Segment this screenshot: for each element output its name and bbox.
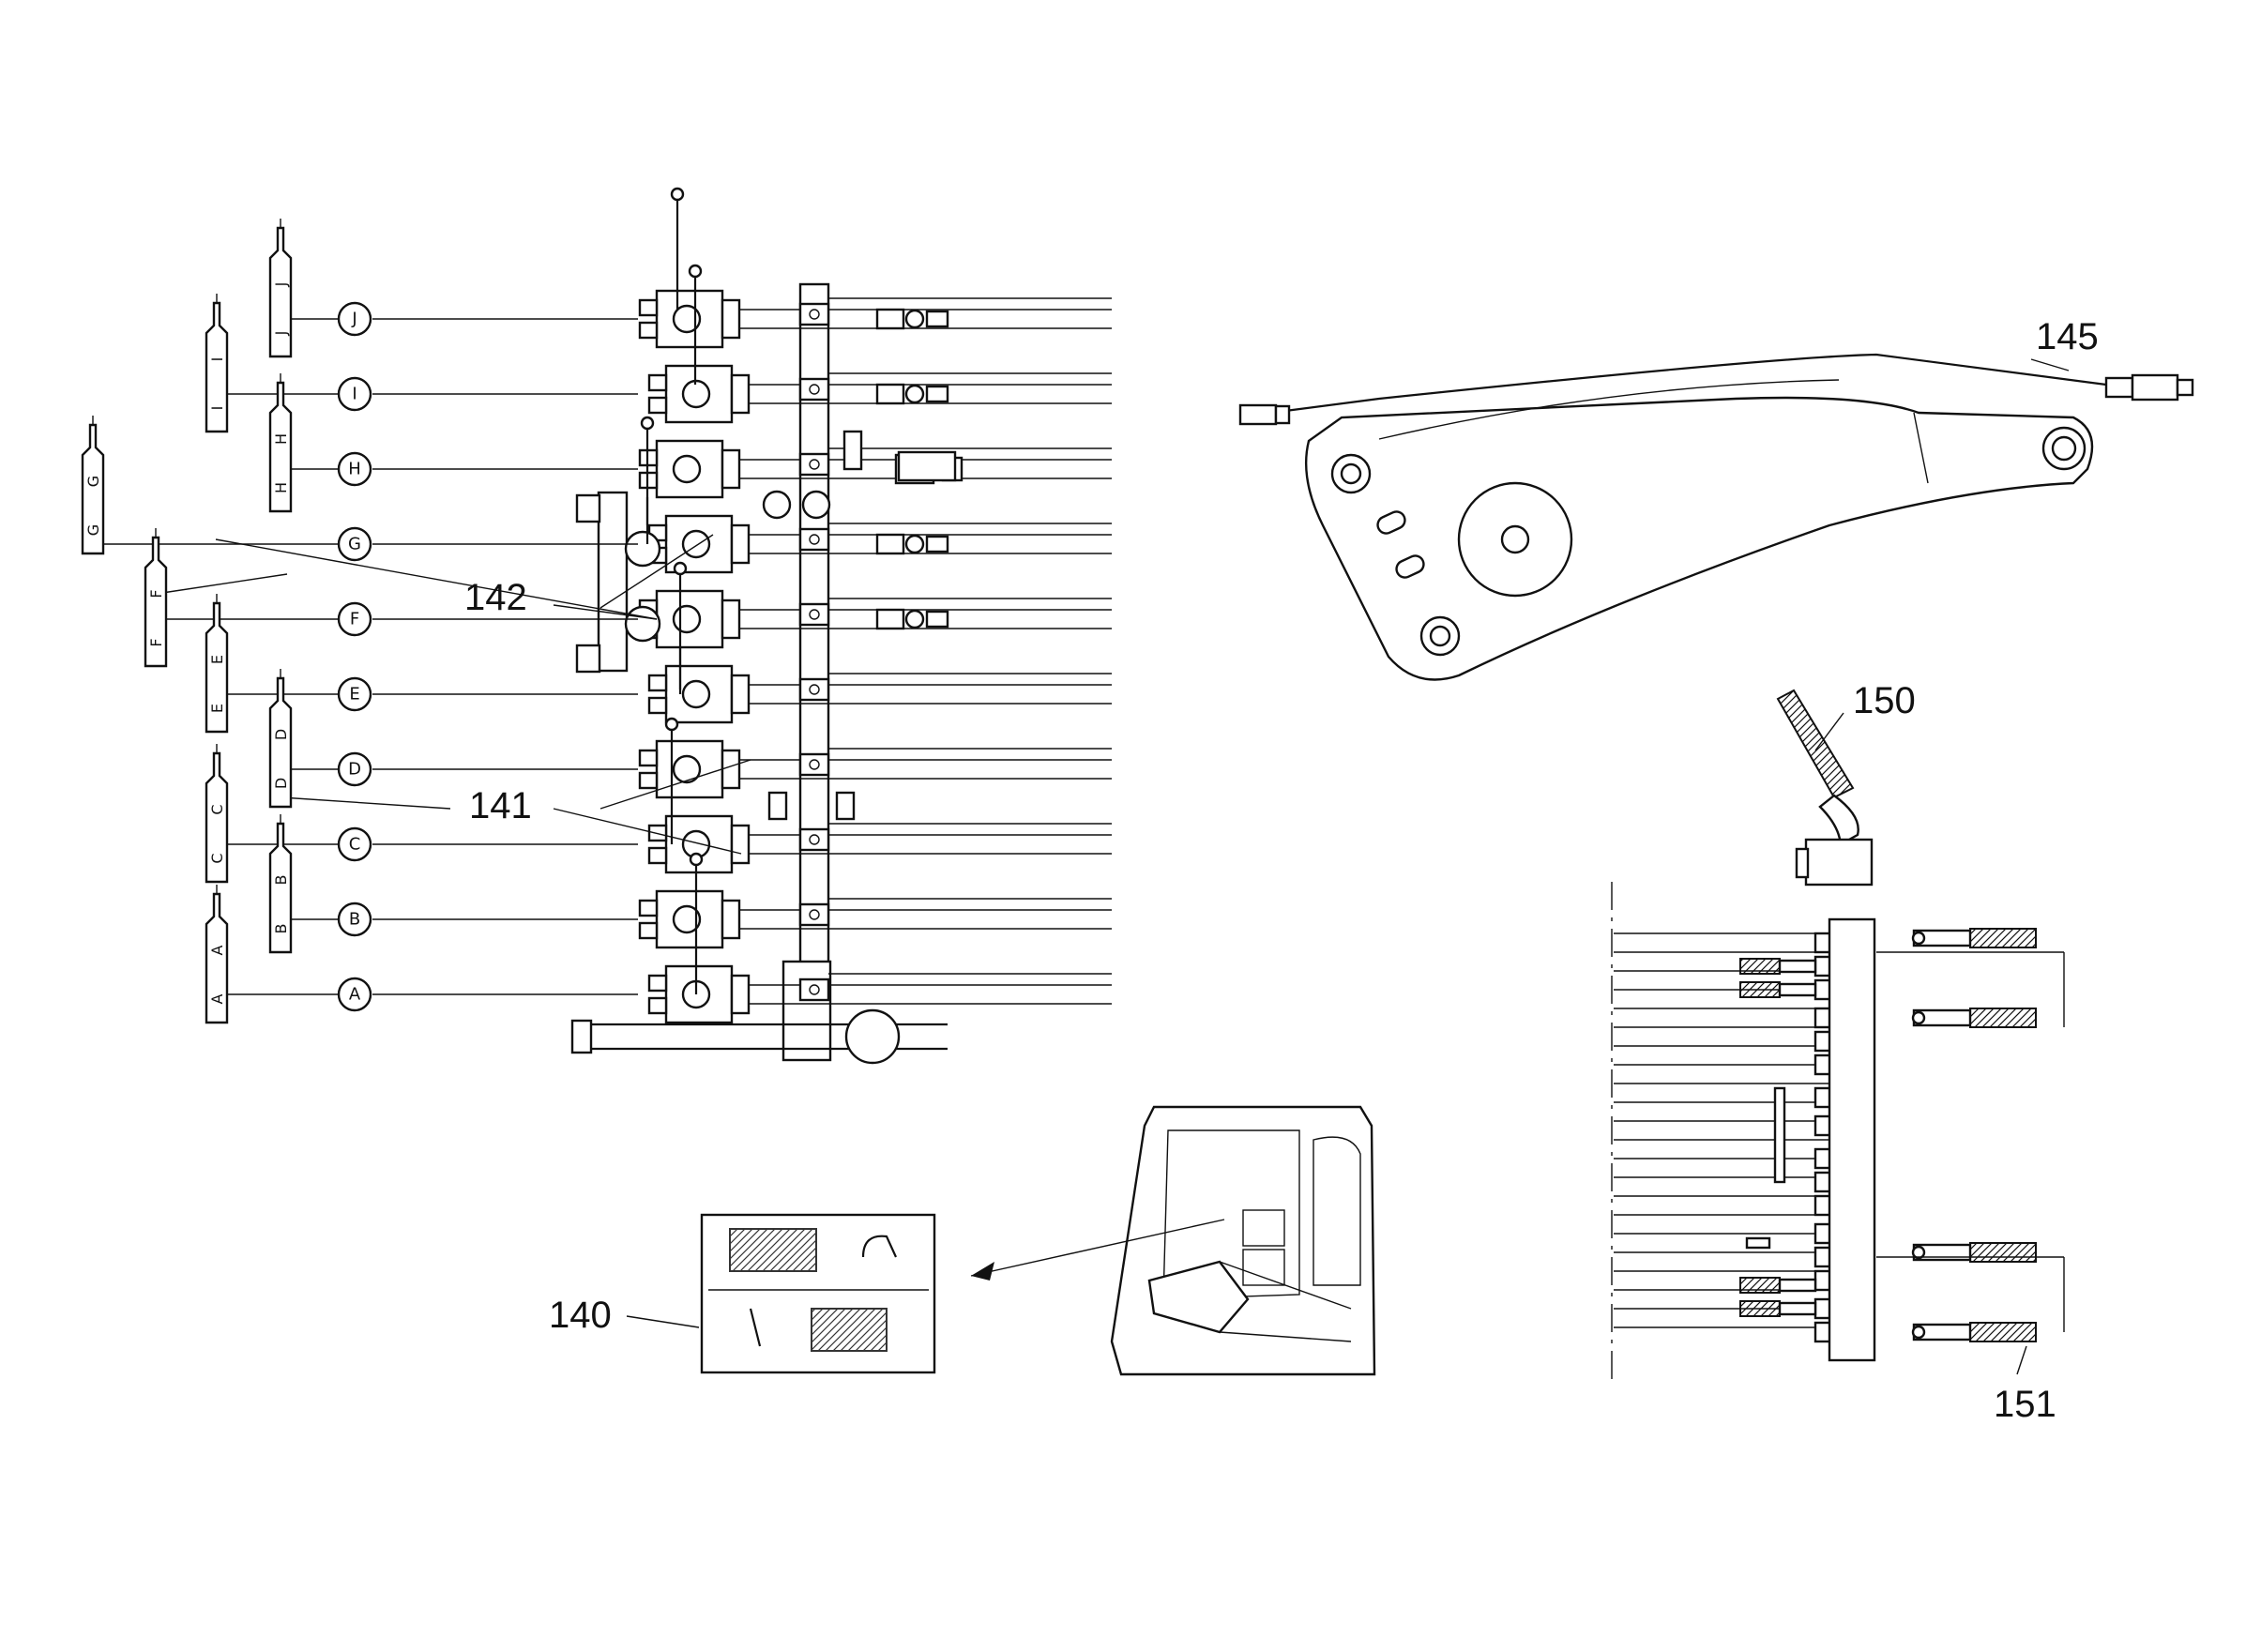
tag-letter: H — [272, 482, 290, 493]
tag-letter: I — [208, 357, 226, 362]
row-letter-circle — [337, 526, 372, 562]
row-letter: I — [352, 385, 357, 404]
callout-142: 142 — [464, 577, 527, 618]
row-letter: J — [351, 310, 357, 329]
tag-letter: F — [147, 589, 165, 598]
hose-tag: AA — [205, 885, 229, 1024]
hose-tag: DD — [268, 669, 293, 809]
hose-tag: EE — [205, 594, 229, 734]
hose-tag: HH — [268, 373, 293, 513]
tag-letter: B — [272, 924, 290, 934]
cab-assembly — [1110, 1105, 1376, 1376]
callout-150: 150 — [1853, 680, 1916, 721]
row-letter: A — [349, 985, 361, 1005]
row-letter-circle — [337, 601, 372, 637]
hose-label-row: GGG — [81, 416, 638, 562]
hose-label-row: JJJ — [268, 219, 638, 358]
row-letter: D — [348, 760, 361, 780]
row-letter-circle — [337, 376, 372, 412]
hose-label-row: CCC — [205, 744, 638, 884]
row-letter-circle — [337, 902, 372, 937]
joystick-assembly — [1776, 689, 1874, 887]
row-letter-circle — [337, 301, 372, 337]
tag-letter: G — [84, 524, 102, 536]
callout-140-leader — [626, 1315, 700, 1328]
tag-letter: H — [272, 433, 290, 445]
hose-tag: GG — [81, 416, 105, 555]
row-letter: F — [350, 610, 359, 629]
row-letter-circle — [337, 676, 372, 712]
tag-letter: F — [147, 638, 165, 646]
valve-bank-assembly — [161, 187, 1112, 1065]
row-letter-circle — [337, 451, 372, 487]
hose-label-row: BBB — [268, 814, 638, 954]
hose-label-row: EEE — [205, 594, 638, 734]
callout-145: 145 — [2036, 316, 2099, 357]
row-letter-circle — [337, 751, 372, 787]
decal-sheet — [700, 1213, 936, 1374]
row-letter-circle — [337, 977, 372, 1012]
row-letter: E — [349, 685, 359, 705]
hose-label-row: HHH — [268, 373, 638, 513]
hose-tag: FF — [144, 528, 168, 668]
callout-151: 151 — [1994, 1384, 2056, 1425]
tag-letter: A — [208, 945, 226, 955]
hose-label-row: DDD — [268, 669, 638, 809]
tag-letter: C — [208, 853, 226, 863]
decal-arrow — [970, 1219, 1225, 1277]
hose-tag: CC — [205, 744, 229, 884]
row-letter: G — [348, 535, 361, 554]
tag-letter: J — [272, 282, 290, 288]
row-letter: H — [348, 460, 361, 479]
callout-141: 141 — [469, 785, 532, 826]
row-letter: B — [349, 910, 360, 930]
coupling-block-assembly — [1611, 882, 2065, 1379]
hose-label-row: AAA — [205, 885, 638, 1024]
tag-letter: B — [272, 875, 290, 886]
tag-letter: E — [208, 655, 226, 664]
hose-tag: II — [205, 294, 229, 433]
hose-label-row: FFF — [144, 528, 638, 668]
tag-letter: C — [208, 804, 226, 814]
tag-letter: J — [272, 331, 290, 337]
hose-tag: JJ — [268, 219, 293, 358]
tag-letter: A — [208, 993, 226, 1004]
tag-letter: E — [208, 704, 226, 713]
tag-letter: I — [208, 406, 226, 411]
tag-letter: D — [272, 778, 290, 789]
hose-tag: BB — [268, 814, 293, 954]
callout-140: 140 — [549, 1295, 612, 1336]
tag-letter: D — [272, 729, 290, 740]
row-letter: C — [349, 835, 361, 855]
tag-letter: G — [84, 476, 102, 487]
boom-arm-assembly — [1238, 353, 2194, 681]
row-letter-circle — [337, 826, 372, 862]
